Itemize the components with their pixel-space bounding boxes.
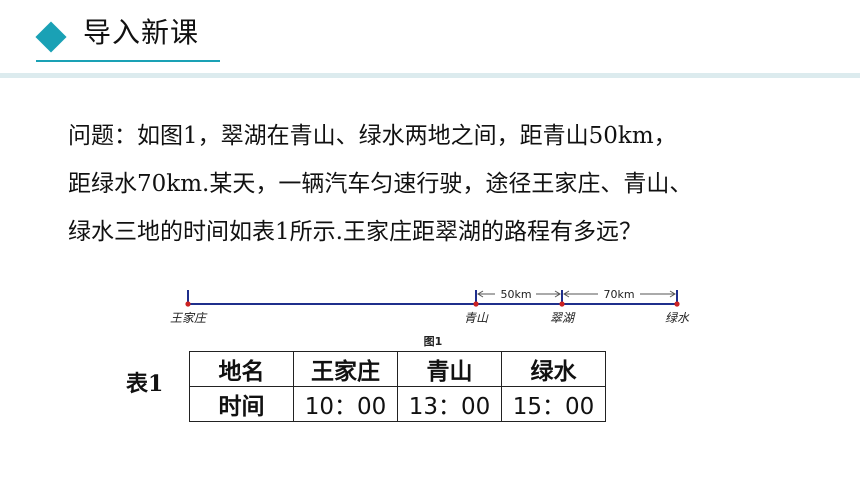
figure-caption: 图1 <box>424 335 443 348</box>
point-lvshui <box>674 301 680 307</box>
table-cell: 15：00 <box>501 386 606 422</box>
dimension-70km <box>563 290 676 298</box>
table-cell: 时间 <box>189 386 294 422</box>
place-label-wangjiazhuang: 王家庄 <box>170 311 208 325</box>
table-header-row: 地名 王家庄 青山 绿水 <box>189 351 606 387</box>
problem-text: 问题：如图1，翠湖在青山、绿水两地之间，距青山50km， 距绿水70km.某天，… <box>68 112 828 256</box>
diamond-icon <box>35 21 67 53</box>
place-label-lvshui: 绿水 <box>665 311 690 325</box>
table-label: 表1 <box>126 371 164 397</box>
header-divider <box>0 73 860 78</box>
problem-line-1: 问题：如图1，翠湖在青山、绿水两地之间，距青山50km， <box>68 123 677 149</box>
title-underline <box>36 60 220 62</box>
problem-line-3: 绿水三地的时间如表1所示.王家庄距翠湖的路程有多远？ <box>68 219 642 245</box>
table-header-cell: 王家庄 <box>293 351 398 387</box>
section-title: 导入新课 <box>83 16 200 49</box>
distance-label-70km: 70km <box>603 288 634 301</box>
table-header-cell: 青山 <box>397 351 502 387</box>
place-label-qingshan: 青山 <box>464 311 489 325</box>
schedule-table: 地名 王家庄 青山 绿水 时间 10：00 13：00 15：00 <box>189 351 606 422</box>
dimension-50km <box>477 290 561 298</box>
table-cell: 10：00 <box>293 386 398 422</box>
point-cuihu <box>559 301 565 307</box>
place-label-cuihu: 翠湖 <box>550 311 576 325</box>
point-qingshan <box>473 301 479 307</box>
table-header-cell: 绿水 <box>501 351 606 387</box>
distance-label-50km: 50km <box>500 288 531 301</box>
table-header-cell: 地名 <box>189 351 294 387</box>
table-row: 时间 10：00 13：00 15：00 <box>189 386 606 422</box>
point-wangjiazhuang <box>185 301 191 307</box>
slide-header: 导入新课 <box>0 0 860 78</box>
table-cell: 13：00 <box>397 386 502 422</box>
figure-1: 50km 70km 王家庄 青山 翠湖 绿水 图1 <box>150 282 710 352</box>
route-diagram: 50km 70km 王家庄 青山 翠湖 绿水 图1 <box>170 288 690 348</box>
problem-line-2: 距绿水70km.某天，一辆汽车匀速行驶，途径王家庄、青山、 <box>68 171 693 197</box>
